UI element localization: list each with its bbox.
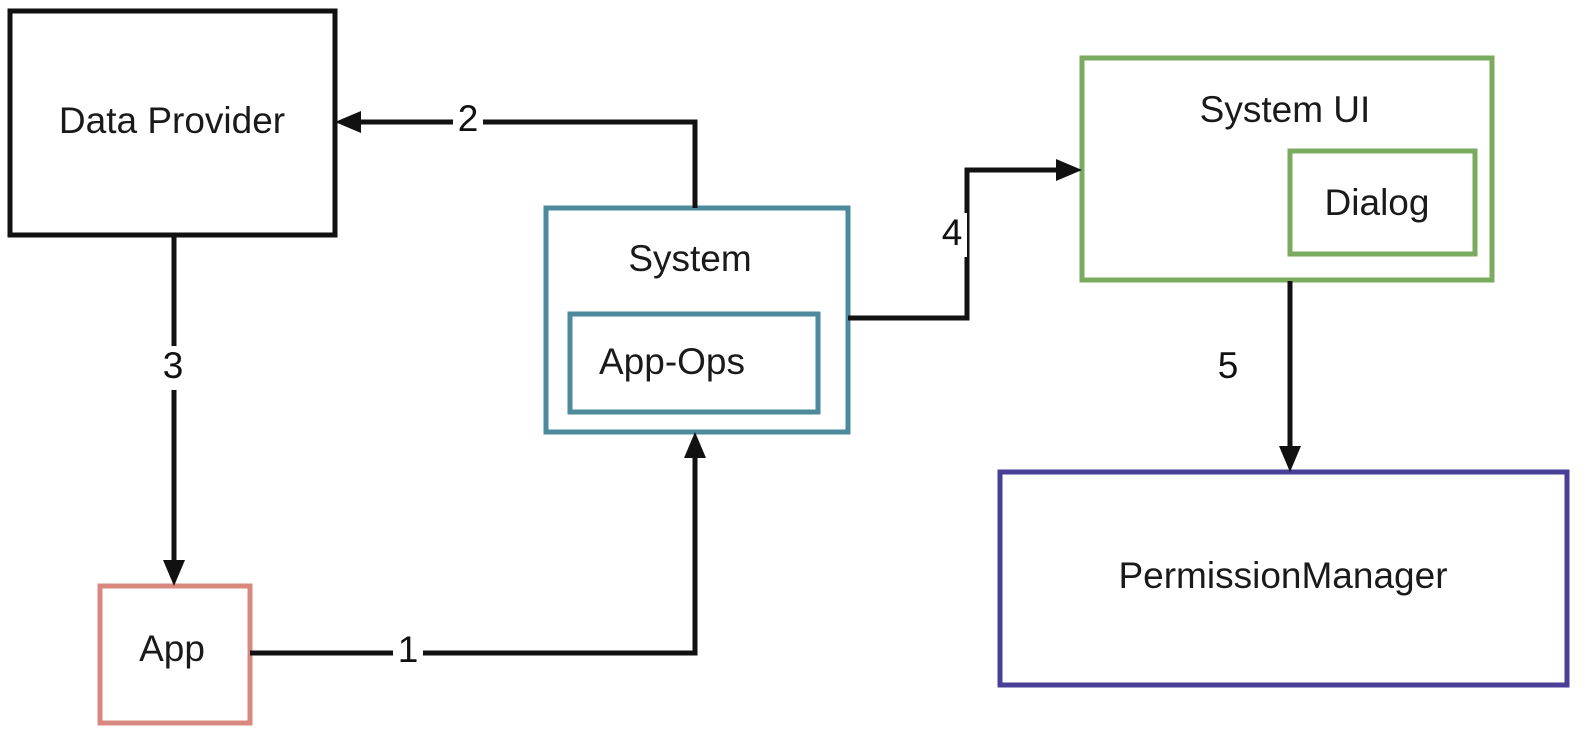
app-label: App	[139, 628, 205, 669]
dialog-label: Dialog	[1325, 182, 1430, 223]
edge-1-line[interactable]	[250, 442, 698, 656]
app-box[interactable]	[97, 583, 253, 726]
edge-5-label-backdrop	[1213, 346, 1243, 390]
edge-2-label-backdrop	[453, 99, 483, 143]
dialog-box[interactable]	[1287, 148, 1478, 257]
edge-1-label: 1	[398, 629, 419, 670]
data-provider-box[interactable]	[7, 8, 338, 238]
app-ops-label: App-Ops	[599, 341, 745, 382]
edge-1-arrowhead	[684, 432, 706, 458]
edge-5-arrowhead	[1279, 446, 1301, 472]
permission-manager-label: PermissionManager	[1118, 555, 1447, 596]
node-app-ops[interactable]: App-Ops	[567, 311, 821, 415]
node-app[interactable]: App	[97, 583, 253, 726]
edge-3-label: 3	[163, 345, 184, 386]
edge-2-line[interactable]	[347, 119, 698, 208]
permission-manager-box[interactable]	[997, 469, 1570, 688]
edge-3-data-provider-to-app[interactable]: 3	[158, 235, 188, 586]
edge-2-arrowhead	[335, 111, 361, 133]
app-ops-box[interactable]	[567, 311, 821, 415]
node-data-provider[interactable]: Data Provider	[7, 8, 338, 238]
edge-5-system-ui-to-permission-manager[interactable]: 5	[1213, 281, 1301, 472]
edge-4-label-backdrop	[937, 213, 967, 257]
system-ui-label: System UI	[1200, 89, 1371, 130]
edge-2-system-to-data-provider[interactable]: 2	[335, 98, 698, 208]
node-permission-manager[interactable]: PermissionManager	[997, 469, 1570, 688]
edge-3-arrowhead	[163, 560, 185, 586]
system-label: System	[628, 238, 751, 279]
edge-3-label-backdrop	[158, 346, 188, 390]
edge-4-arrowhead	[1056, 159, 1082, 181]
node-dialog[interactable]: Dialog	[1287, 148, 1478, 257]
edge-4-system-to-system-ui[interactable]: 4	[848, 159, 1082, 321]
edge-4-label: 4	[942, 212, 963, 253]
edge-1-label-backdrop	[393, 630, 423, 674]
edge-1-app-to-system[interactable]: 1	[250, 432, 706, 674]
edge-2-label: 2	[458, 98, 479, 139]
edge-5-label: 5	[1218, 345, 1239, 386]
data-provider-label: Data Provider	[59, 100, 285, 141]
